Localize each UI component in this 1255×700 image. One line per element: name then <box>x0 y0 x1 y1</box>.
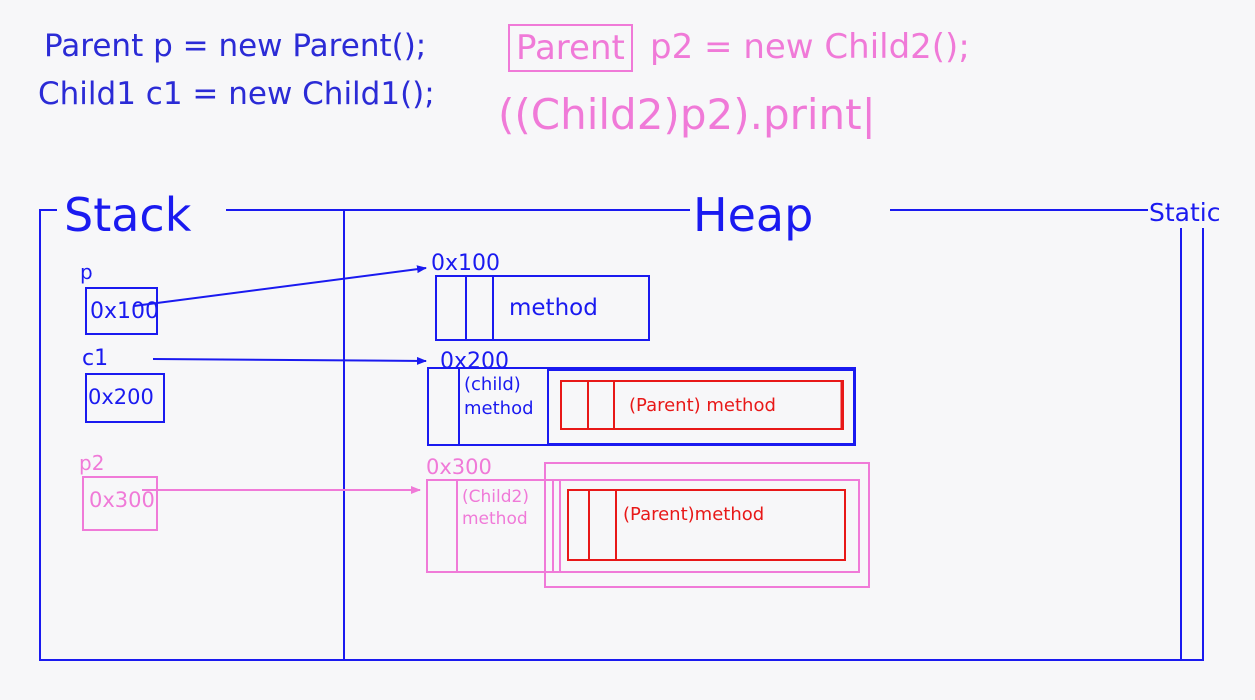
stack-label-p2: p2 <box>79 451 105 475</box>
code-line-cast-print: ((Child2)p2).print| <box>498 90 876 139</box>
reference-arrow-p <box>133 265 427 307</box>
heap-object-0x200 <box>427 367 856 446</box>
heap-child-method-0x200: method <box>464 398 534 419</box>
stack-label-c1: c1 <box>82 346 109 371</box>
code-line-child2: p2 = new Child2(); <box>650 27 970 67</box>
heap-child-label-0x200: (child) <box>464 374 521 395</box>
stack-box-p2 <box>82 476 158 531</box>
code-line-parent: Parent p = new Parent(); <box>44 28 427 64</box>
heap-object-0x100 <box>435 275 650 341</box>
stack-value-c1: 0x200 <box>88 385 154 409</box>
heap-address-0x300: 0x300 <box>426 455 492 479</box>
static-title: Static <box>1149 198 1221 227</box>
stack-value-p: 0x100 <box>90 299 160 324</box>
stack-label-p: p <box>80 260 93 284</box>
code-type-highlight: Parent <box>508 24 633 72</box>
stack-value-p2: 0x300 <box>89 488 155 512</box>
heap-address-0x200: 0x200 <box>440 349 510 374</box>
heap-parent-method-0x300: (Parent)method <box>623 504 765 525</box>
stack-box-p <box>85 287 158 335</box>
heap-method-0x100: method <box>509 295 598 321</box>
heap-title: Heap <box>693 188 814 242</box>
stack-title: Stack <box>64 188 192 242</box>
stack-box-c1 <box>85 373 165 423</box>
heap-child-method-0x300: method <box>462 509 528 529</box>
heap-child-label-0x300: (Child2) <box>462 487 529 507</box>
code-line-child1: Child1 c1 = new Child1(); <box>38 76 435 112</box>
heap-object-0x300 <box>426 462 870 588</box>
parent-part-0x300 <box>567 489 846 561</box>
reference-arrow-c1 <box>152 356 427 365</box>
memory-frame <box>39 209 1204 661</box>
heap-address-0x100: 0x100 <box>431 251 501 276</box>
heap-parent-method-0x200: (Parent) method <box>629 395 776 416</box>
